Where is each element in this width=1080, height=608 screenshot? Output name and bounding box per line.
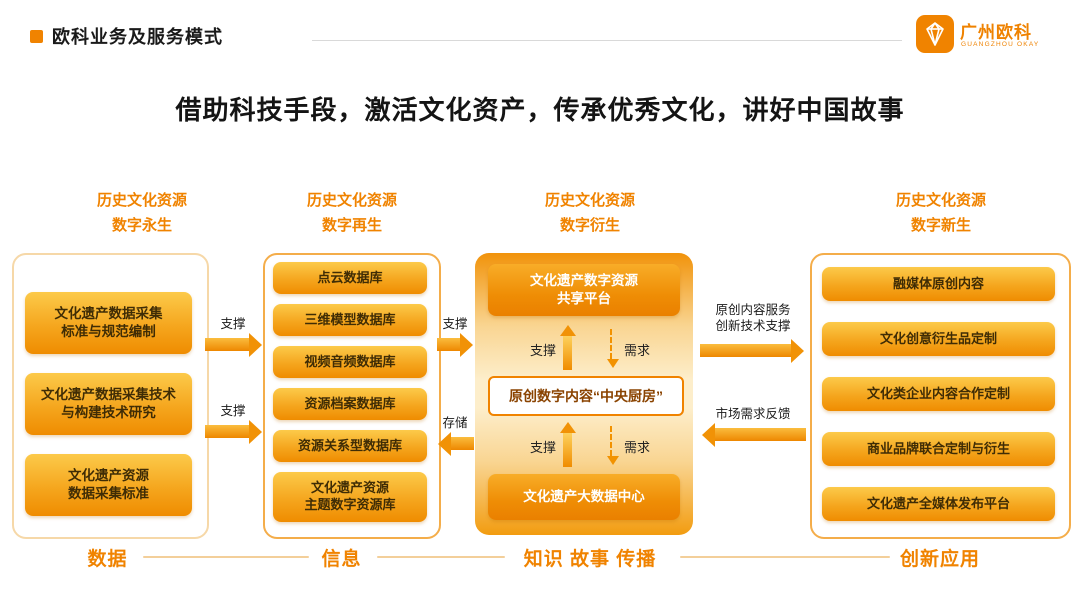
support-arrow-label: 支撑	[442, 317, 468, 331]
col4-box: 文化类企业内容合作定制	[822, 377, 1055, 411]
left-arrow-icon	[451, 437, 474, 450]
page-title: 欧科业务及服务模式	[52, 27, 223, 47]
right-arrow-icon	[437, 338, 460, 351]
slide-title: 借助科技手段，激活文化资产，传承优秀文化，讲好中国故事	[175, 95, 905, 125]
support-arrow-label: 支撑	[220, 404, 246, 418]
col4-header: 历史文化资源 数字新生	[895, 192, 986, 234]
storage-arrow-label: 存储	[442, 416, 468, 430]
up-arrow-icon	[563, 336, 572, 370]
right-arrow-icon	[700, 344, 791, 357]
title-bullet-icon	[30, 30, 43, 43]
col3-middle-box: 原创数字内容“中央厨房”	[488, 376, 684, 416]
feedback-arrow-label: 市场需求反馈	[715, 407, 791, 421]
down-arrow-icon	[607, 426, 619, 465]
support-label: 支撑	[529, 440, 556, 455]
col2-box: 视频音频数据库	[273, 346, 427, 378]
header-divider	[312, 40, 902, 41]
col2-box: 三维模型数据库	[273, 304, 427, 336]
col1-header: 历史文化资源 数字永生	[96, 192, 187, 234]
col4-box: 文化创意衍生品定制	[822, 322, 1055, 356]
col4-box: 融媒体原创内容	[822, 267, 1055, 301]
footer-label-knowledge: 知识 故事 传播	[523, 549, 657, 570]
col3-bottom-box: 文化遗产大数据中心	[488, 474, 680, 520]
col1-box: 文化遗产资源 数据采集标准	[25, 454, 192, 516]
right-arrow-icon	[205, 338, 249, 351]
footer-label-innovation: 创新应用	[899, 549, 980, 570]
service-arrow-label: 原创内容服务 创新技术支撑	[715, 303, 791, 333]
support-label: 支撑	[529, 343, 556, 358]
demand-label: 需求	[624, 440, 651, 455]
col1-box: 文化遗产数据采集技术 与构建技术研究	[25, 373, 192, 435]
left-arrow-icon	[715, 428, 806, 441]
footer-divider	[377, 556, 505, 558]
footer-divider	[680, 556, 890, 558]
down-arrow-icon	[607, 329, 619, 368]
footer-label-data: 数据	[87, 549, 128, 570]
footer-divider	[143, 556, 309, 558]
col3-header: 历史文化资源 数字衍生	[544, 192, 635, 234]
col1-box: 文化遗产数据采集 标准与规范编制	[25, 292, 192, 354]
col4-box: 文化遗产全媒体发布平台	[822, 487, 1055, 521]
col2-box: 文化遗产资源 主题数字资源库	[273, 472, 427, 522]
logo-gem-icon	[916, 15, 954, 53]
up-arrow-icon	[563, 433, 572, 467]
logo-name: 广州欧科	[960, 23, 1032, 42]
col2-box: 资源关系型数据库	[273, 430, 427, 462]
demand-label: 需求	[624, 343, 651, 358]
support-arrow-label: 支撑	[220, 317, 246, 331]
footer-label-info: 信息	[321, 549, 362, 570]
right-arrow-icon	[205, 425, 249, 438]
company-logo	[916, 15, 954, 58]
col2-header: 历史文化资源 数字再生	[306, 192, 397, 234]
col3-top-box: 文化遗产数字资源 共享平台	[488, 264, 680, 316]
col4-box: 商业品牌联合定制与衍生	[822, 432, 1055, 466]
col2-box: 资源档案数据库	[273, 388, 427, 420]
col2-box: 点云数据库	[273, 262, 427, 294]
logo-subtitle: GUANGZHOU OKAY	[961, 41, 1040, 48]
